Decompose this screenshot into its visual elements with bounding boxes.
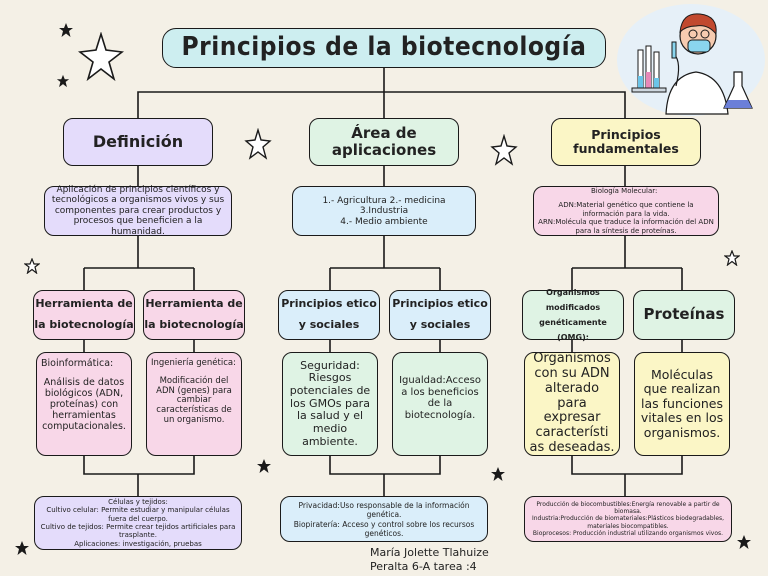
etico-left-header: Principios etico y sociales xyxy=(278,290,380,340)
principios-line-2: ADN:Material genético que contiene la in… xyxy=(558,201,694,218)
bioinformatica-title: Bioinformática: xyxy=(41,358,114,369)
proteinas-box: Moléculas que realizan las funciones vit… xyxy=(634,352,730,456)
star-icon xyxy=(78,32,124,82)
star-icon xyxy=(24,258,40,274)
author-line-2: Peralta 6-A tarea :4 xyxy=(370,559,477,573)
page-title: Principios de la biotecnología xyxy=(162,28,606,68)
star-icon xyxy=(56,74,70,88)
area-header: Área de aplicaciones xyxy=(309,118,459,166)
celulas-line-1: Células y tejidos: xyxy=(108,497,168,506)
herramienta-left-header: Herramienta de la biotecnología xyxy=(33,290,135,340)
privacidad-line-1: Privacidad:Uso responsable de la informa… xyxy=(298,500,470,519)
ingenieria-text: Modificación del ADN (genes) para cambia… xyxy=(156,375,232,425)
area-text: 1.- Agricultura 2.- medicina 3.Industria… xyxy=(292,186,476,236)
celulas-line-4: Aplicaciones: investigación, pruebas xyxy=(74,539,202,548)
area-line-3: 4.- Medio ambiente xyxy=(340,216,428,227)
principios-header: Principios fundamentales xyxy=(551,118,701,166)
ingenieria-box: Ingeniería genética: Modificación del AD… xyxy=(146,352,242,456)
bioprocesos-line-1: Producción de biocombustibles:Energía re… xyxy=(536,501,720,516)
privacidad-box: Privacidad:Uso responsable de la informa… xyxy=(280,496,488,542)
star-icon xyxy=(491,467,505,481)
privacidad-line-2: Biopiratería: Acceso y control sobre los… xyxy=(293,519,475,538)
star-icon xyxy=(244,128,272,160)
bioinformatica-text: Análisis de datos biológicos (ADN, prote… xyxy=(42,376,126,432)
bioprocesos-line-3: Bioprocesos: Producción industrial utili… xyxy=(532,529,724,537)
author-signature: María Jolette Tlahuize Peralta 6-A tarea… xyxy=(370,546,489,574)
star-icon xyxy=(737,535,751,549)
proteinas-header: Proteínas xyxy=(633,290,735,340)
etico-right-header: Principios etico y sociales xyxy=(389,290,491,340)
seguridad-box: Seguridad: Riesgos potenciales de los GM… xyxy=(282,352,378,456)
author-line-1: María Jolette Tlahuize xyxy=(370,546,489,559)
star-icon xyxy=(59,23,73,37)
area-line-2: 3.Industria xyxy=(359,206,409,217)
celulas-line-3: Cultivo de tejidos: Permite crear tejido… xyxy=(40,523,236,540)
igualdad-box: Igualdad:Acceso a los beneficios de la b… xyxy=(392,352,488,456)
herramienta-right-header: Herramienta de la biotecnología xyxy=(143,290,245,340)
principios-text: Biología Molecular: ADN:Material genétic… xyxy=(533,186,719,236)
celulas-line-2: Cultivo celular: Permite estudiar y mani… xyxy=(46,506,230,523)
star-icon xyxy=(257,459,271,473)
definicion-text: Aplicación de principios científicos y t… xyxy=(44,185,232,237)
omg-box: Organismos con su ADN alterado para expr… xyxy=(524,351,620,456)
definicion-header: Definición xyxy=(63,118,213,166)
principios-line-1: Biología Molecular: xyxy=(591,187,658,196)
ingenieria-title: Ingeniería genética: xyxy=(151,358,236,368)
scientist-illustration xyxy=(617,4,765,116)
bioinformatica-box: Bioinformática: Análisis de datos biológ… xyxy=(36,352,132,456)
star-icon xyxy=(490,134,518,166)
area-line-1: 1.- Agricultura 2.- medicina xyxy=(322,196,446,206)
star-icon xyxy=(15,541,29,555)
celulas-tejidos-box: Células y tejidos: Cultivo celular: Perm… xyxy=(34,496,242,550)
star-icon xyxy=(724,250,740,266)
bioprocesos-box: Producción de biocombustibles:Energía re… xyxy=(524,496,732,542)
igualdad-text: Igualdad:Acceso a los beneficios de la b… xyxy=(399,375,481,421)
bioprocesos-line-2: Industria:Producción de biomateriales:Pl… xyxy=(531,515,725,530)
omg-header: Organismos modificados genéticamente (OM… xyxy=(522,288,624,342)
principios-line-3: ARN:Molécula que traduce la información … xyxy=(538,218,714,235)
